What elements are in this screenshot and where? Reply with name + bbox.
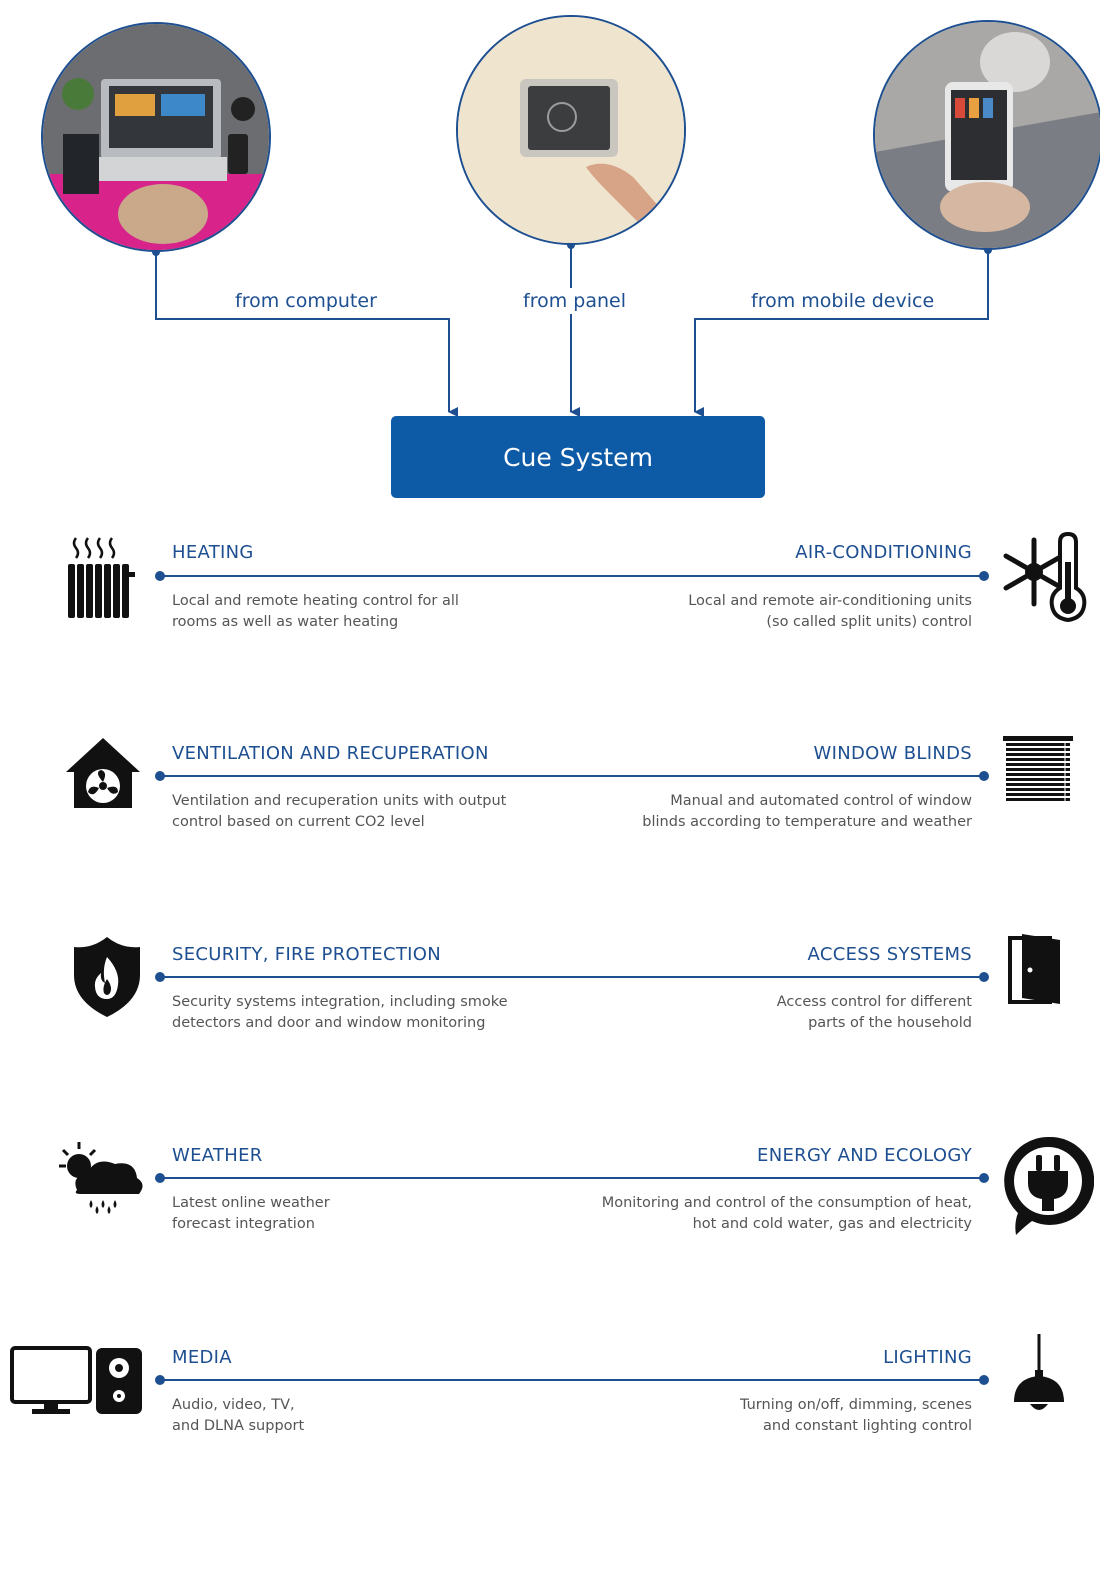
door-icon <box>1008 934 1060 1004</box>
feature-desc-ventilation: Ventilation and recuperation units with … <box>172 793 507 830</box>
radiator-icon <box>68 537 135 618</box>
house-fan-icon <box>66 738 140 808</box>
feature-title-window-blinds: WINDOW BLINDS <box>813 743 972 764</box>
monitor-speaker-icon <box>10 1346 142 1414</box>
feature-desc-media: Audio, video, TV, and DLNA support <box>172 1397 305 1434</box>
feature-title-air-conditioning: AIR-CONDITIONING <box>795 542 972 563</box>
feature-title-energy: ENERGY AND ECOLOGY <box>757 1145 972 1166</box>
source-label-mobile: from mobile device <box>747 288 939 314</box>
feature-desc-air-conditioning: Local and remote air-conditioning units … <box>688 593 972 630</box>
link-from-mobile <box>694 250 989 417</box>
wall-panel-photo <box>456 15 686 245</box>
sun-cloud-rain-icon <box>59 1142 143 1214</box>
feature-desc-lighting: Turning on/off, dimming, scenes and cons… <box>739 1397 972 1434</box>
smartphone-photo <box>873 20 1100 250</box>
source-label-computer: from computer <box>231 288 381 314</box>
feature-title-ventilation: VENTILATION AND RECUPERATION <box>172 743 489 764</box>
source-label-panel: from panel <box>519 288 630 314</box>
fire-shield-icon <box>74 937 140 1017</box>
feature-desc-window-blinds: Manual and automated control of window b… <box>642 793 972 830</box>
feature-title-weather: WEATHER <box>172 1145 263 1166</box>
feature-desc-heating: Local and remote heating control for all… <box>172 593 459 630</box>
feature-desc-access-systems: Access control for different parts of th… <box>776 994 972 1031</box>
feature-title-media: MEDIA <box>172 1347 232 1368</box>
cue-system-hub: Cue System <box>391 416 765 498</box>
feature-title-security: SECURITY, FIRE PROTECTION <box>172 944 441 965</box>
blinds-icon <box>1003 736 1073 803</box>
pendant-lamp-icon <box>1014 1334 1064 1410</box>
hub-label: Cue System <box>503 442 653 472</box>
eco-plug-icon <box>1004 1136 1094 1235</box>
feature-title-access-systems: ACCESS SYSTEMS <box>807 944 972 965</box>
branch-lines <box>155 571 989 1385</box>
feature-desc-weather: Latest online weather forecast integrati… <box>172 1195 330 1232</box>
snowflake-thermometer-icon <box>1003 532 1087 622</box>
feature-desc-security: Security systems integration, including … <box>172 994 508 1031</box>
feature-title-lighting: LIGHTING <box>883 1347 972 1368</box>
link-from-computer <box>155 252 458 417</box>
feature-title-heating: HEATING <box>172 542 254 563</box>
feature-desc-energy: Monitoring and control of the consumptio… <box>601 1195 972 1232</box>
laptop-photo <box>41 22 271 252</box>
